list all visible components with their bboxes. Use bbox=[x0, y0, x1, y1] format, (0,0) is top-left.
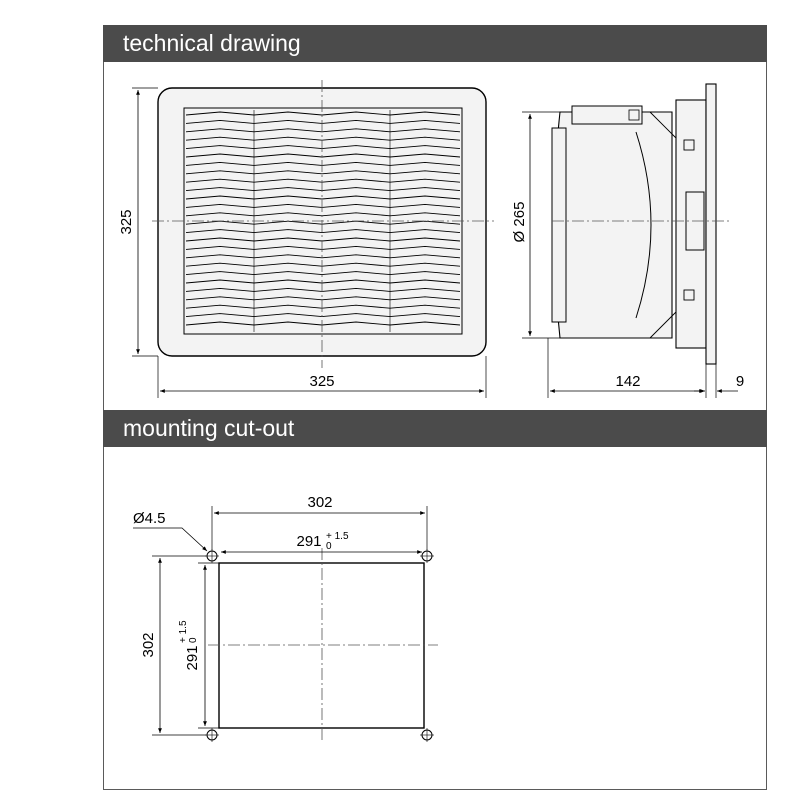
fan-rear-cap bbox=[551, 127, 567, 323]
inner-height-label: 291 bbox=[184, 645, 201, 670]
louvre-slat bbox=[185, 195, 461, 200]
louvre-slat bbox=[185, 237, 461, 242]
inner-height-tol-upper: + 1.5 bbox=[178, 620, 189, 643]
inner-height-tol-lower: 0 bbox=[188, 637, 199, 643]
hole-diameter-label: Ø4.5 bbox=[133, 510, 166, 527]
louvre-slat bbox=[185, 212, 461, 217]
louvre-slat bbox=[185, 245, 461, 250]
terminal-connector bbox=[628, 109, 640, 121]
louvre-slat bbox=[185, 287, 461, 292]
clip-top bbox=[683, 139, 695, 151]
louvre-slat bbox=[185, 145, 461, 150]
outer-height-label: 302 bbox=[140, 632, 157, 657]
louvre-slat bbox=[185, 313, 461, 318]
hole-leader-line bbox=[133, 527, 208, 552]
cutout-rectangle bbox=[218, 562, 425, 729]
front-height-label: 325 bbox=[118, 209, 135, 234]
louvre-slat bbox=[185, 254, 461, 259]
diameter-label: Ø 265 bbox=[511, 202, 528, 243]
louvre-slat bbox=[185, 187, 461, 192]
louvre-slat bbox=[185, 262, 461, 267]
fan-blade-curve bbox=[635, 131, 652, 319]
side-view: Ø 265 142 9 bbox=[511, 83, 744, 398]
front-view: 325 325 bbox=[118, 80, 494, 398]
louvre-slat bbox=[185, 136, 461, 141]
mounting-hole bbox=[205, 728, 219, 742]
louvre-slat bbox=[185, 304, 461, 309]
mounting-hole bbox=[420, 549, 434, 563]
depth-label: 142 bbox=[615, 373, 640, 390]
mounting-hole bbox=[205, 549, 219, 563]
inner-width-tol-lower: 0 bbox=[326, 541, 332, 552]
clip-bottom bbox=[683, 289, 695, 301]
louvre-slat bbox=[185, 296, 461, 301]
front-width-label: 325 bbox=[309, 373, 334, 390]
louvre-slat bbox=[185, 203, 461, 208]
mounting-flange bbox=[705, 83, 717, 365]
louvre-slat bbox=[185, 271, 461, 276]
louvre-slat bbox=[185, 119, 461, 124]
cutout-view: Ø4.5 302 291 + 1.5 0 302 291 + 1.5 0 bbox=[133, 494, 438, 742]
inner-width-tol-upper: + 1.5 bbox=[326, 531, 349, 542]
flange-label: 9 bbox=[736, 373, 744, 390]
louvre-slat bbox=[185, 279, 461, 284]
outer-width-label: 302 bbox=[307, 494, 332, 511]
louvre-slat bbox=[185, 321, 461, 326]
inner-width-label: 291 bbox=[296, 533, 321, 550]
louvre-slat bbox=[185, 229, 461, 234]
terminal-box bbox=[571, 105, 643, 125]
louvre-slat bbox=[185, 153, 461, 158]
fan-housing-edges bbox=[649, 111, 677, 339]
mounting-hole bbox=[420, 728, 434, 742]
technical-drawing-header: technical drawing bbox=[103, 25, 767, 62]
louvre-slat bbox=[185, 178, 461, 183]
louvre-slat bbox=[185, 161, 461, 166]
louvre-slat bbox=[185, 170, 461, 175]
fan-body bbox=[553, 111, 673, 339]
mounting-cutout-header: mounting cut-out bbox=[103, 410, 767, 447]
louvre-slat bbox=[185, 111, 461, 116]
louvre-slat bbox=[185, 128, 461, 133]
